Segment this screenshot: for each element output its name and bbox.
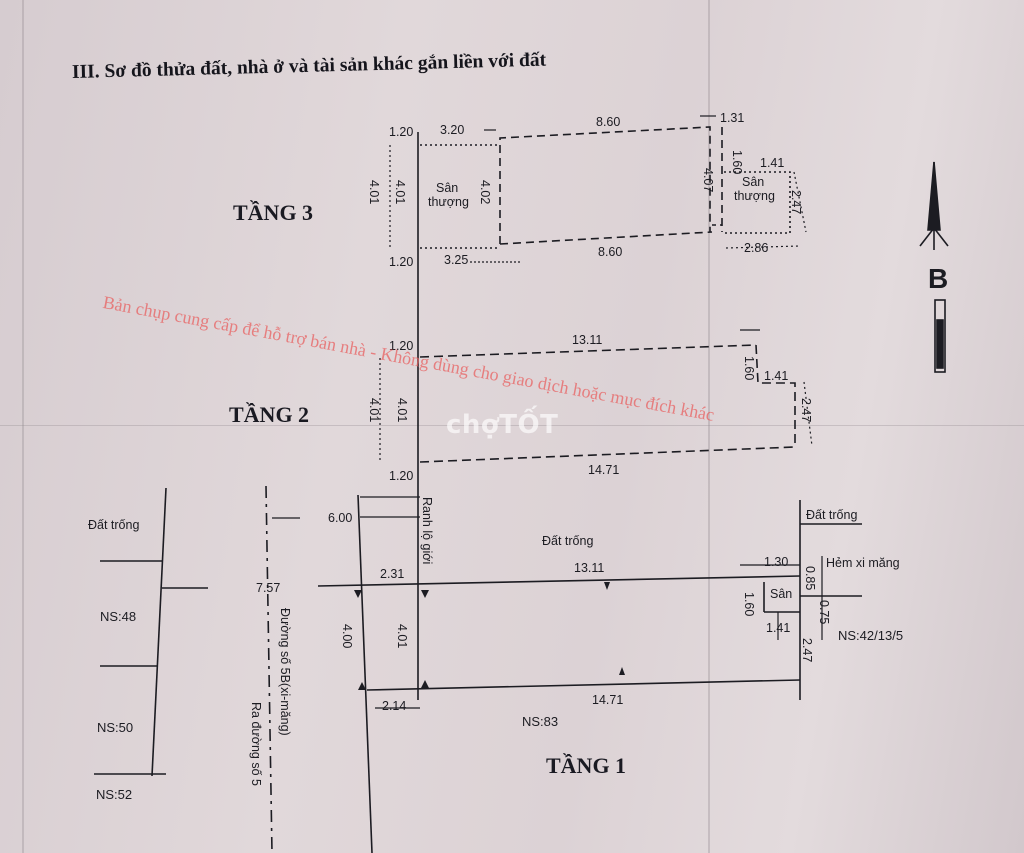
floor-3-label: TẦNG 3 xyxy=(233,200,314,225)
floor-3-dimension-ticks xyxy=(389,115,807,263)
dim-label: 1.31 xyxy=(720,111,744,125)
dim-label: 1.60 xyxy=(742,592,756,616)
dim-label: 6.00 xyxy=(328,511,352,525)
floor-1-outline xyxy=(94,475,862,853)
svg-text:B: B xyxy=(928,263,948,294)
rooftop-terrace-label: thượng xyxy=(734,189,775,203)
dim-label: 3.20 xyxy=(440,123,464,137)
dimension-arrows xyxy=(354,582,625,690)
dim-label: 4.01 xyxy=(367,180,381,204)
dim-label: 13.11 xyxy=(572,333,602,347)
dim-label: 7.57 xyxy=(256,581,280,595)
floor-2-outline xyxy=(417,260,796,475)
street-direction-label: Ra đường số 5 xyxy=(249,702,263,786)
boundary-label: Ranh lộ giới xyxy=(420,497,434,564)
dim-label: 4.01 xyxy=(367,398,381,422)
floor-2-dimensions: 1.20 13.11 1.60 1.41 4.01 4.01 2.47 1.20… xyxy=(367,333,813,483)
floor-2-label: TẦNG 2 xyxy=(229,402,310,427)
dim-label: 0.85 xyxy=(803,566,817,590)
rooftop-terrace-label: Sân xyxy=(742,175,764,189)
neighbor-house-number: NS:83 xyxy=(522,714,558,729)
floor-1-dimensions: 6.00 7.57 2.31 13.11 1.30 0.85 1.60 0.75… xyxy=(256,511,831,713)
floor-1-dimension-ticks xyxy=(272,516,823,709)
dim-label: 4.01 xyxy=(393,180,407,204)
dim-label: 1.20 xyxy=(389,469,413,483)
dim-label: 3.25 xyxy=(444,253,468,267)
north-arrow-icon: B xyxy=(919,161,949,373)
alley-label: Hẻm xi măng xyxy=(826,556,900,570)
paper-fold xyxy=(22,0,24,853)
dim-label: 2.47 xyxy=(800,638,814,662)
dim-label: 2.47 xyxy=(799,398,813,422)
dim-label: 13.11 xyxy=(574,561,604,575)
empty-land-label: Đất trống xyxy=(806,508,857,522)
dim-label: 4.02 xyxy=(478,180,492,204)
courtyard-label: Sân xyxy=(770,587,792,601)
dim-label: 1.41 xyxy=(764,369,788,383)
neighbor-house-number: NS:48 xyxy=(100,609,136,624)
dim-label: 1.20 xyxy=(389,125,413,139)
floor-3-dimensions: 1.20 3.20 8.60 1.31 1.41 1.60 4.01 4.01 … xyxy=(367,111,803,269)
chotot-logo: chợTỐT xyxy=(446,410,559,440)
paper-fold xyxy=(0,425,1024,426)
dim-label: 4.00 xyxy=(340,624,354,648)
dim-label: 14.71 xyxy=(592,693,623,707)
dim-label: 4.01 xyxy=(395,398,409,422)
dim-label: 1.30 xyxy=(764,555,788,569)
neighbor-house-number: NS:50 xyxy=(97,720,133,735)
dim-label: 0.75 xyxy=(817,600,831,624)
dim-label: 14.71 xyxy=(588,463,619,477)
dim-label: 2.47 xyxy=(789,190,803,214)
dim-label: 4.01 xyxy=(395,624,409,648)
floor-1-label: TẦNG 1 xyxy=(546,753,627,778)
site-context-labels: Đất trống Đất trống Đất trống Hẻm xi măn… xyxy=(88,497,903,802)
dim-label: 8.60 xyxy=(596,115,620,129)
dim-label: 2.14 xyxy=(382,699,406,713)
dim-label: 2.86 xyxy=(744,241,768,255)
floor-3-outline xyxy=(417,126,791,260)
empty-land-label: Đất trống xyxy=(88,518,139,532)
dim-label: 1.41 xyxy=(760,156,784,170)
rooftop-terrace-label: Sân xyxy=(436,181,458,195)
dim-label: 1.20 xyxy=(389,339,413,353)
neighbor-house-number: NS:42/13/5 xyxy=(838,628,903,643)
dim-label: 1.60 xyxy=(730,150,744,174)
dim-label: 1.41 xyxy=(766,621,790,635)
dim-label: 2.31 xyxy=(380,567,404,581)
paper-fold xyxy=(708,0,710,853)
dim-label: 4.07 xyxy=(701,168,715,192)
dim-label: 1.20 xyxy=(389,255,413,269)
dim-label: 1.60 xyxy=(742,356,756,380)
dim-label: 8.60 xyxy=(598,245,622,259)
empty-land-label: Đất trống xyxy=(542,534,593,548)
floor-2-dimension-ticks xyxy=(360,329,813,498)
street-label: Đường số 5B(xi-măng) xyxy=(278,608,292,736)
rooftop-terrace-label: thượng xyxy=(428,195,469,209)
neighbor-house-number: NS:52 xyxy=(96,787,132,802)
